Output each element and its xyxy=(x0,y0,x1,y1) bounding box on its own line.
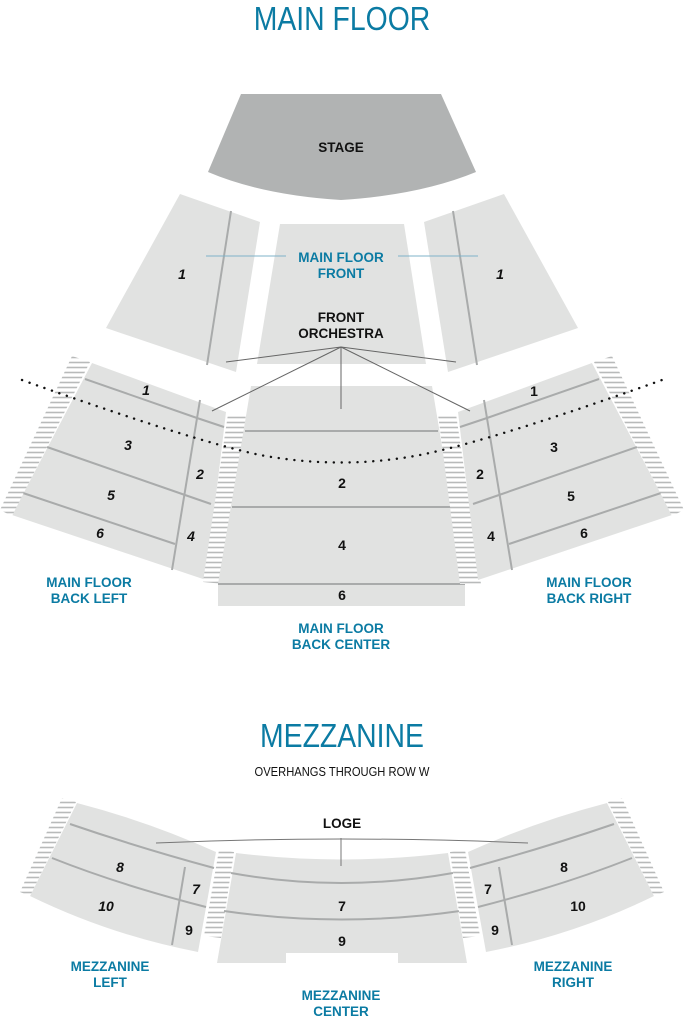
label-line1: MEZZANINE xyxy=(70,959,150,974)
row-label: 2 xyxy=(476,466,484,482)
row-label: 2 xyxy=(338,475,346,491)
row-label: 3 xyxy=(124,437,132,453)
main-floor-back-center-label[interactable]: MAIN FLOOR BACK CENTER xyxy=(271,621,411,653)
row-label: 7 xyxy=(338,898,346,914)
main-floor-front-label-line1: MAIN FLOOR xyxy=(298,250,384,265)
row-label: 5 xyxy=(567,488,575,504)
row-label: 8 xyxy=(560,859,568,875)
section-main-floor-back-center xyxy=(218,386,465,606)
section-main-floor-front-left xyxy=(106,194,260,372)
label-line2: CENTER xyxy=(313,1004,369,1019)
label-line2: RIGHT xyxy=(552,975,594,990)
main-floor-back-left-label[interactable]: MAIN FLOOR BACK LEFT xyxy=(29,575,149,607)
row-label: 9 xyxy=(338,933,346,949)
label-line1: MEZZANINE xyxy=(301,988,381,1003)
row-label: 4 xyxy=(338,537,346,553)
label-line1: MAIN FLOOR xyxy=(546,575,632,590)
loge-label: LOGE xyxy=(322,816,362,831)
mezzanine-right-label[interactable]: MEZZANINE RIGHT xyxy=(513,959,633,991)
main-floor-front-label[interactable]: MAIN FLOOR FRONT xyxy=(271,250,411,282)
row-label: 4 xyxy=(487,528,495,544)
mezzanine-title: MEZZANINE xyxy=(260,717,424,754)
main-floor-front-label-line2: FRONT xyxy=(317,266,365,281)
label-line2: BACK LEFT xyxy=(50,591,128,606)
main-floor-title: MAIN FLOOR xyxy=(253,0,431,37)
row-label: 9 xyxy=(491,922,499,938)
section-main-floor-front-right xyxy=(424,194,578,372)
row-label: 1 xyxy=(178,266,186,282)
mezzanine-center-label[interactable]: MEZZANINE CENTER xyxy=(281,988,401,1020)
row-label: 6 xyxy=(96,525,104,541)
section-mezzanine-right xyxy=(468,803,654,952)
row-label: 3 xyxy=(550,439,558,455)
main-floor-back-right-label[interactable]: MAIN FLOOR BACK RIGHT xyxy=(529,575,649,607)
row-label: 8 xyxy=(116,859,124,875)
section-mezzanine-left xyxy=(30,803,216,952)
stage xyxy=(208,94,476,200)
row-label: 2 xyxy=(196,466,204,482)
row-label: 6 xyxy=(580,525,588,541)
row-label: 10 xyxy=(98,898,114,914)
row-label: 1 xyxy=(496,266,504,282)
label-line1: MEZZANINE xyxy=(533,959,613,974)
row-label: 7 xyxy=(192,881,200,897)
row-label: 5 xyxy=(107,487,115,503)
row-label: 7 xyxy=(484,881,492,897)
row-label: 1 xyxy=(530,383,538,399)
label-line2: LEFT xyxy=(93,975,127,990)
mezzanine-left-label[interactable]: MEZZANINE LEFT xyxy=(50,959,170,991)
row-label: 10 xyxy=(570,898,586,914)
row-label: 9 xyxy=(185,922,193,938)
label-line1: MAIN FLOOR xyxy=(46,575,132,590)
front-orchestra-label: FRONT ORCHESTRA xyxy=(271,310,411,342)
row-label: 1 xyxy=(142,382,150,398)
section-main-floor-front-center xyxy=(257,224,426,364)
stage-label: STAGE xyxy=(318,140,364,155)
mezzanine-subtitle: OVERHANGS THROUGH ROW W xyxy=(254,764,430,779)
label-line1: MAIN FLOOR xyxy=(298,621,384,636)
front-orchestra-line1: FRONT xyxy=(317,310,365,325)
label-line2: BACK RIGHT xyxy=(546,591,632,606)
overhang-line xyxy=(20,378,664,464)
row-label: 6 xyxy=(338,587,346,603)
label-line2: BACK CENTER xyxy=(291,637,391,652)
front-orchestra-line2: ORCHESTRA xyxy=(298,326,384,341)
row-label: 4 xyxy=(187,528,195,544)
